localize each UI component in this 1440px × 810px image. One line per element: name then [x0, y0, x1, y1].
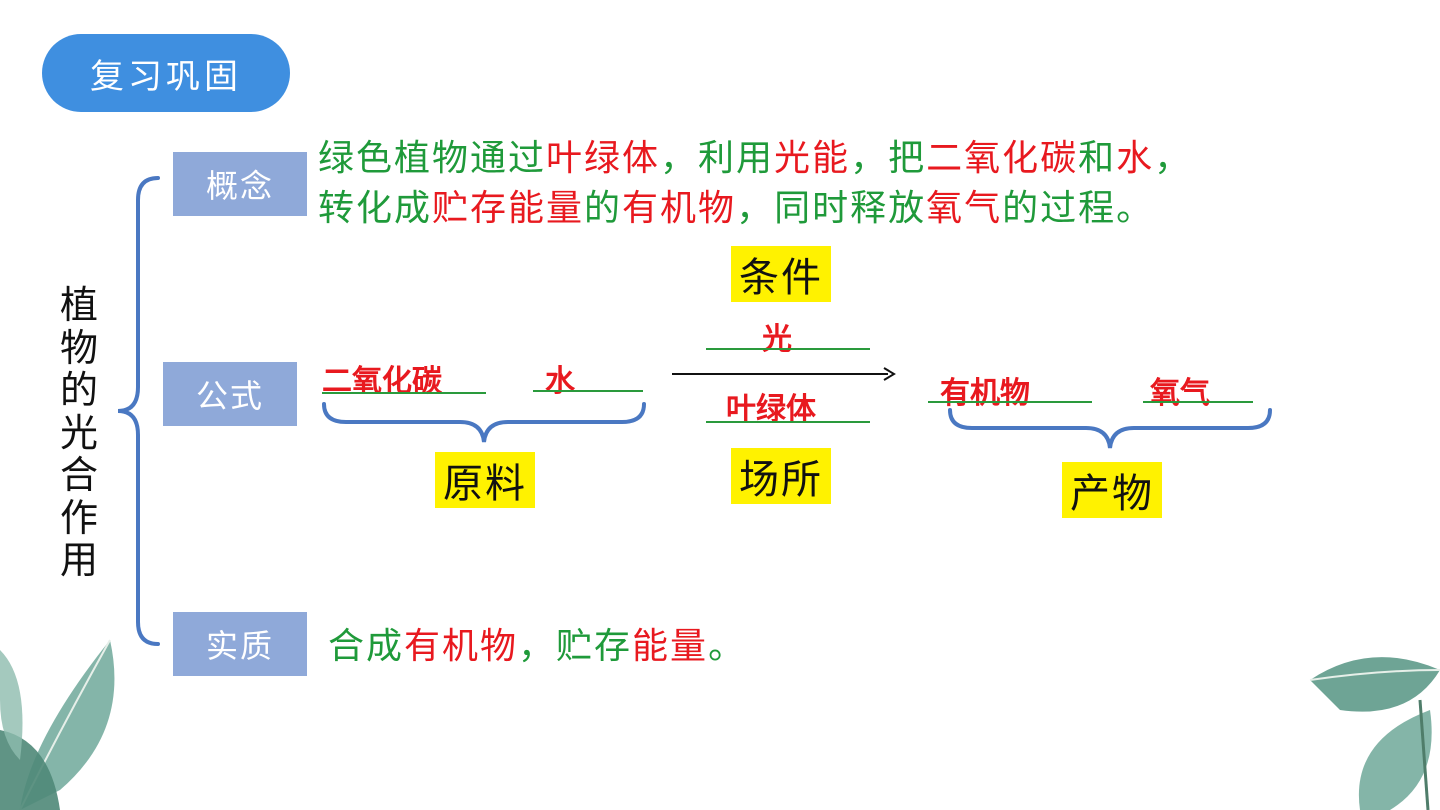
text-run: 。 [708, 626, 747, 667]
essence-text: 合成有机物，贮存能量。 [328, 622, 746, 672]
text-run: ，把 [850, 138, 927, 179]
text-run: 能量 [632, 626, 709, 667]
text-run: 合成 [328, 626, 405, 667]
reaction-arrow [672, 367, 896, 381]
text-run: 叶绿体 [546, 138, 661, 179]
text-run: 有机物 [404, 626, 519, 667]
product-organic: 有机物 [940, 377, 1030, 410]
tag-materials: 原料 [435, 452, 535, 508]
concept-label-text: 概念 [205, 167, 274, 205]
main-brace [117, 176, 160, 646]
concept-label: 概念 [173, 152, 307, 216]
topic-title: 植物的光合作用 [59, 283, 98, 582]
concept-text: 绿色植物通过叶绿体，利用光能，把二氧化碳和水， 转化成贮存能量的有机物，同时释放… [318, 134, 1192, 234]
formula-label-text: 公式 [195, 377, 264, 415]
text-run: ，利用 [660, 138, 775, 179]
text-run: 的 [584, 188, 623, 229]
section-title-badge: 复习巩固 [42, 34, 290, 112]
leaf-decoration-left [0, 639, 115, 810]
product-oxygen-blank [1143, 401, 1253, 403]
materials-brace [322, 402, 646, 443]
products-brace [948, 408, 1272, 449]
tag-site: 场所 [731, 448, 831, 504]
text-run: 氧气 [926, 188, 1003, 229]
text-run: 二氧化碳 [926, 138, 1079, 179]
product-oxygen: 氧气 [1150, 377, 1210, 410]
text-run: 有机物 [622, 188, 737, 229]
site-blank [706, 421, 870, 423]
reactant-water: 水 [545, 365, 575, 398]
condition-blank [706, 348, 870, 350]
reactant-co2-blank [322, 392, 486, 394]
text-run: 水 [1116, 138, 1155, 179]
text-run: 贮存能量 [432, 188, 585, 229]
section-title: 复习巩固 [90, 56, 242, 97]
reactant-water-blank [533, 390, 643, 392]
essence-label: 实质 [173, 612, 307, 676]
text-run: 绿色植物通过 [318, 138, 547, 179]
tag-products: 产物 [1062, 462, 1162, 518]
concept-line-1: 绿色植物通过叶绿体，利用光能，把二氧化碳和水， [318, 134, 1192, 184]
condition-light: 光 [762, 323, 792, 356]
formula-label: 公式 [163, 362, 297, 426]
site-chloroplast: 叶绿体 [726, 393, 816, 426]
leaf-decoration-right [1309, 657, 1440, 810]
text-run: 转化成 [318, 188, 433, 229]
tag-condition: 条件 [731, 246, 831, 302]
text-run: ，贮存 [518, 626, 633, 667]
text-run: 和 [1078, 138, 1117, 179]
essence-label-text: 实质 [205, 627, 274, 665]
text-run: 的过程。 [1002, 188, 1155, 229]
text-run: 光能 [774, 138, 851, 179]
text-run: ， [1154, 138, 1193, 179]
concept-line-2: 转化成贮存能量的有机物，同时释放氧气的过程。 [318, 184, 1192, 234]
text-run: ，同时释放 [736, 188, 927, 229]
product-organic-blank [928, 401, 1092, 403]
